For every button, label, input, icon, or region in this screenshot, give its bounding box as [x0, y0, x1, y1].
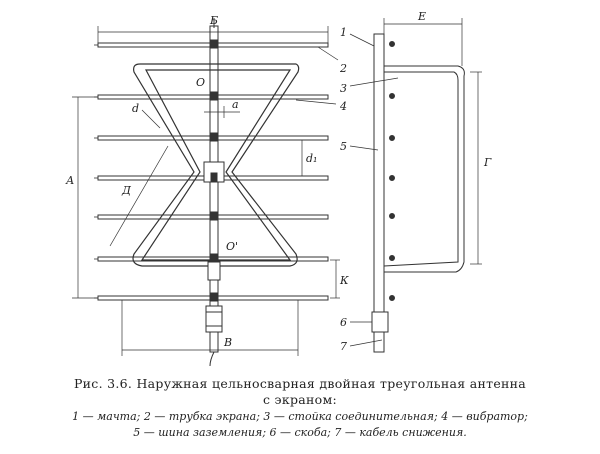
- front-view: [72, 18, 340, 367]
- side-view: [349, 18, 482, 353]
- mast-bolts: [210, 39, 218, 302]
- label-d-diag: Д: [121, 184, 132, 197]
- callout-4: 4: [339, 100, 347, 113]
- center-plate: [203, 161, 225, 183]
- caption-subtitle: с экраном:: [262, 392, 338, 407]
- tube-end-marks: [94, 44, 98, 299]
- callout-5: 5: [340, 140, 347, 153]
- label-b-bottom: В: [223, 336, 232, 349]
- caption-title: Рис. 3.6. Наружная цельносварная двойная…: [73, 376, 527, 391]
- label-a: a: [232, 98, 239, 111]
- caption-legend-line-2: 5 — шина заземления; 6 — скоба; 7 — кабе…: [133, 426, 467, 439]
- callout-2: 2: [339, 62, 347, 75]
- side-screen-profile: [383, 65, 465, 273]
- side-mast: [373, 33, 385, 353]
- callout-1: 1: [340, 26, 347, 39]
- mast: [209, 18, 219, 367]
- callout-3: 3: [340, 82, 347, 95]
- leader-lines: [295, 46, 339, 105]
- callout-6: 6: [340, 316, 347, 329]
- caption-legend-line-1: 1 — мачта; 2 — трубка экрана; 3 — стойка…: [72, 410, 528, 423]
- label-k: К: [339, 274, 349, 287]
- dimension-lines: [72, 26, 340, 356]
- label-d: d: [132, 102, 139, 115]
- label-o-prime: О': [226, 240, 238, 253]
- side-bolts: [389, 41, 395, 301]
- label-d1: d₁: [306, 152, 317, 165]
- vibrator: [132, 63, 300, 267]
- label-e: Е: [417, 10, 426, 23]
- labels: Б Е А d a d₁ Д О О' К В Г 1 2 3 4 5 6 7: [65, 10, 492, 353]
- label-o: О: [196, 76, 205, 89]
- side-leader-lines: [349, 33, 399, 347]
- side-clamp: [371, 311, 389, 333]
- label-a-dim: А: [65, 174, 74, 187]
- clamp: [205, 305, 223, 333]
- label-g: Г: [483, 156, 492, 169]
- callout-7: 7: [340, 340, 347, 353]
- label-b-top: Б: [209, 14, 218, 27]
- side-dimension-lines: [383, 18, 482, 265]
- antenna-drawing: Б Е А d a d₁ Д О О' К В Г 1 2 3 4 5 6 7: [65, 10, 492, 367]
- feed-plate: [207, 261, 221, 281]
